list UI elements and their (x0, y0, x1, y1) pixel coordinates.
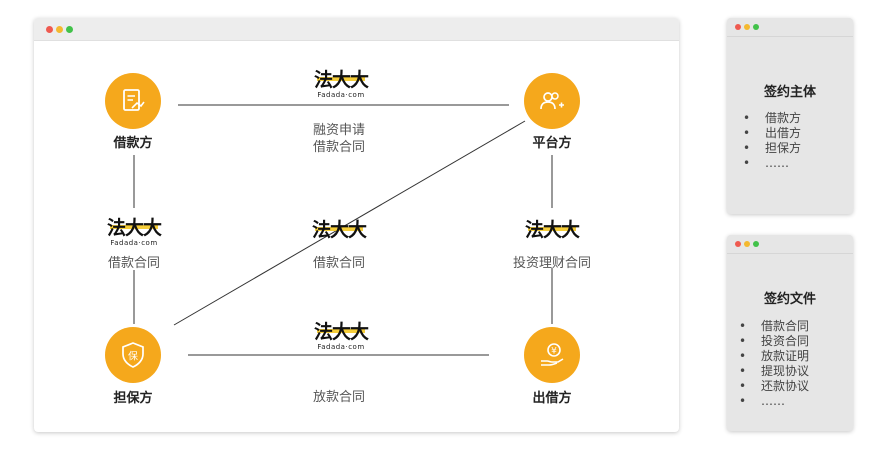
lender-node[interactable]: ¥ (524, 327, 580, 383)
lender-label: 出借方 (532, 391, 572, 406)
edge-top-caption: 融资申请 借款合同 (279, 122, 399, 156)
platform-label: 平台方 (532, 136, 572, 151)
logo-domain: Fadada·com (317, 343, 365, 351)
logo-stripe (317, 329, 365, 333)
panel-titlebar (727, 235, 853, 254)
panel-titlebar (727, 18, 853, 37)
edge-right-caption: 投资理财合同 (512, 256, 591, 271)
fadada-logo-top: 法大大 Fadada·com (311, 69, 371, 103)
connector-lines (133, 104, 553, 356)
list-item: 借款方 (743, 111, 801, 126)
logo-mark: 法大大 (313, 69, 369, 91)
signing-documents-panel: 签约文件 借款合同 投资合同 放款证明 提现协议 还款协议 …… (727, 235, 853, 431)
logo-mark: 法大大 (313, 321, 369, 343)
edge-bottom-caption: 放款合同 (312, 390, 365, 405)
maximize-dot[interactable] (66, 26, 73, 33)
fadada-logo-bottom: 法大大 Fadada·com (311, 321, 371, 355)
list-item: 投资合同 (739, 334, 809, 349)
list-item: 担保方 (743, 141, 801, 156)
list-item: …… (743, 156, 801, 171)
guarantor-label: 担保方 (113, 391, 153, 406)
minimize-dot[interactable] (744, 241, 750, 247)
close-dot[interactable] (735, 241, 741, 247)
edge-top-line2: 借款合同 (312, 140, 365, 155)
user-add-icon (540, 92, 564, 110)
close-dot[interactable] (46, 26, 53, 33)
list-item: 借款合同 (739, 319, 809, 334)
fadada-logo-right: 法大大 (522, 219, 582, 253)
maximize-dot[interactable] (753, 241, 759, 247)
fadada-logo-center: 法大大 (309, 219, 369, 253)
list-item: 提现协议 (739, 364, 809, 379)
logo-stripe (528, 227, 576, 231)
list-item: 放款证明 (739, 349, 809, 364)
svg-text:¥: ¥ (551, 347, 557, 357)
logo-mark: 法大大 (311, 219, 367, 241)
logo-domain: Fadada·com (317, 91, 365, 99)
money-hand-icon: ¥ (541, 343, 564, 366)
minimize-dot[interactable] (56, 26, 63, 33)
documents-list: 借款合同 投资合同 放款证明 提现协议 还款协议 …… (739, 319, 809, 409)
guarantor-node[interactable]: 保 (105, 327, 161, 383)
window-titlebar (34, 18, 679, 41)
close-dot[interactable] (735, 24, 741, 30)
logo-domain: Fadada·com (110, 239, 158, 247)
contract-sign-icon (123, 89, 145, 111)
parties-list: 借款方 出借方 担保方 …… (743, 111, 801, 171)
fadada-logo-left: 法大大 Fadada·com (104, 217, 164, 251)
panel-title: 签约文件 (763, 292, 816, 307)
maximize-dot[interactable] (753, 24, 759, 30)
diagram-window: 借款方 平台方 保 担保方 ¥ 出借方 法大大 Fadada·com (34, 18, 679, 432)
minimize-dot[interactable] (744, 24, 750, 30)
shield-icon: 保 (122, 342, 144, 368)
edge-guarantor-platform-diagonal (173, 120, 526, 326)
signing-parties-panel: 签约主体 借款方 出借方 担保方 …… (727, 18, 853, 214)
panel-title: 签约主体 (763, 85, 816, 100)
borrower-label: 借款方 (113, 136, 153, 151)
logo-stripe (315, 227, 363, 231)
list-item: 还款协议 (739, 379, 809, 394)
borrower-node[interactable] (105, 73, 161, 129)
logo-mark: 法大大 (106, 217, 162, 239)
logo-stripe (317, 77, 365, 81)
edge-center-caption: 借款合同 (312, 256, 365, 271)
logo-stripe (110, 225, 158, 229)
edge-left-caption: 借款合同 (107, 256, 160, 271)
svg-text:保: 保 (128, 350, 138, 363)
logo-mark: 法大大 (524, 219, 580, 241)
list-item: 出借方 (743, 126, 801, 141)
platform-node[interactable] (524, 73, 580, 129)
list-item: …… (739, 394, 809, 409)
edge-top-line1: 融资申请 (312, 123, 365, 138)
